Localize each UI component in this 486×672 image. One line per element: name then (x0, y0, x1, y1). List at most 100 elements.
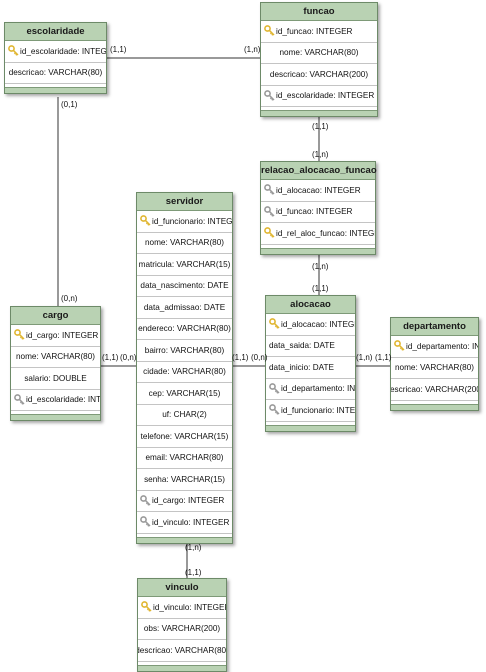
entity-title: departamento (391, 318, 478, 336)
field-row[interactable]: descricao: VARCHAR(200) (261, 64, 377, 86)
entity-title: vinculo (138, 579, 226, 597)
field-row[interactable]: salario: DOUBLE (11, 368, 100, 390)
cardinality-escolaridade-cargo-b: (0,n) (61, 294, 78, 303)
entity-departamento[interactable]: departamento id_departamento: INTEGERnom… (390, 317, 479, 411)
cardinality-alocacao-departamento-a: (1,n) (356, 353, 373, 362)
entity-footer (5, 87, 106, 93)
field-row[interactable]: endereco: VARCHAR(80) (137, 319, 232, 340)
entity-servidor[interactable]: servidor id_funcionario: INTEGER nome: VA… (136, 192, 233, 544)
field-label: id_funcionario: INTEGER (152, 216, 232, 226)
entity-footer (11, 414, 100, 420)
field-row[interactable]: obs: VARCHAR(200) (138, 619, 226, 640)
field-row[interactable]: id_cargo: INTEGER (11, 325, 100, 347)
cardinality-servidor-alocacao-a: (1,1) (232, 353, 249, 362)
field-label: id_funcionario: INTEGER (281, 405, 355, 415)
field-row[interactable]: id_funcionario: INTEGER (266, 400, 355, 422)
field-list: id_vinculo: INTEGER obs: VARCHAR(200)desc… (138, 597, 226, 665)
entity-vinculo[interactable]: vinculo id_vinculo: INTEGER obs: VARCHAR(… (137, 578, 227, 672)
field-row[interactable]: descricao: VARCHAR(80) (5, 63, 106, 84)
primary-key-icon (264, 227, 276, 239)
field-label: id_vinculo: INTEGER (153, 602, 226, 612)
cardinality-alocacao-departamento-b: (1,1) (375, 353, 392, 362)
field-label: id_vinculo: INTEGER (152, 517, 230, 527)
field-label: descricao: VARCHAR(200) (269, 69, 369, 79)
field-row[interactable]: id_escolaridade: INTEGER (11, 390, 100, 411)
field-label: cidade: VARCHAR(80) (143, 367, 226, 377)
field-row[interactable]: nome: VARCHAR(80) (261, 43, 377, 64)
entity-title: escolaridade (5, 23, 106, 41)
entity-escolaridade[interactable]: escolaridade id_escolaridade: INTEGERdes… (4, 22, 107, 94)
cardinality-escolaridade-cargo-a: (0,1) (61, 100, 78, 109)
field-row[interactable]: id_escolaridade: INTEGER (261, 86, 377, 107)
field-row[interactable]: id_departamento: INTEGER (266, 379, 355, 400)
field-row[interactable]: nome: VARCHAR(80) (137, 233, 232, 254)
field-row[interactable]: uf: CHAR(2) (137, 405, 232, 426)
cardinality-escolaridade-funcao-b: (1,n) (244, 45, 261, 54)
cardinality-relacao-alocacao-b: (1,1) (312, 284, 329, 293)
field-list: id_funcao: INTEGER nome: VARCHAR(80) descr… (261, 21, 377, 110)
field-row[interactable]: data_saida: DATE (266, 336, 355, 357)
field-row[interactable]: matricula: VARCHAR(15) (137, 254, 232, 276)
field-row[interactable]: id_alocacao: INTEGER (266, 314, 355, 336)
foreign-key-icon (264, 184, 276, 196)
field-row[interactable]: cidade: VARCHAR(80) (137, 362, 232, 383)
entity-title: alocacao (266, 296, 355, 314)
field-label: id_rel_aloc_funcao: INTEGER (276, 228, 375, 238)
field-row[interactable]: nome: VARCHAR(80) (391, 358, 478, 379)
field-label: id_alocacao: INTEGER (276, 185, 361, 195)
field-row[interactable]: data_inicio: DATE (266, 357, 355, 379)
field-row[interactable]: id_departamento: INTEGER (391, 336, 478, 358)
field-row[interactable]: bairro: VARCHAR(80) (137, 340, 232, 362)
field-label: salario: DOUBLE (24, 373, 87, 383)
cardinality-servidor-alocacao-b: (0,n) (251, 353, 268, 362)
primary-key-icon (141, 601, 153, 613)
field-list: id_alocacao: INTEGER id_funcao: INTEGER id… (261, 180, 375, 248)
entity-relacao-alocacao-funcao[interactable]: relacao_alocacao_funcao id_alocacao: INT… (260, 161, 377, 255)
field-label: matricula: VARCHAR(15) (138, 259, 231, 269)
field-label: data_saida: DATE (269, 341, 335, 351)
field-label: telefone: VARCHAR(15) (140, 431, 229, 441)
field-label: endereco: VARCHAR(80) (138, 324, 231, 334)
foreign-key-icon (14, 393, 26, 406)
entity-title: cargo (11, 307, 100, 325)
entity-title: servidor (137, 193, 232, 211)
field-row[interactable]: data_admissao: DATE (137, 297, 232, 319)
field-label: nome: VARCHAR(80) (15, 352, 96, 362)
field-label: nome: VARCHAR(80) (279, 48, 359, 58)
entity-alocacao[interactable]: alocacao id_alocacao: INTEGER data_saida:… (265, 295, 356, 432)
primary-key-icon (264, 25, 276, 37)
field-row[interactable]: email: VARCHAR(80) (137, 448, 232, 469)
field-row[interactable]: senha: VARCHAR(15) (137, 469, 232, 491)
entity-title: relacao_alocacao_funcao (261, 162, 377, 180)
cardinality-servidor-vinculo-a: (1,n) (185, 543, 202, 552)
field-list: id_funcionario: INTEGER nome: VARCHAR(80)… (137, 211, 232, 537)
field-row[interactable]: nome: VARCHAR(80) (11, 347, 100, 368)
field-row[interactable]: cep: VARCHAR(15) (137, 383, 232, 405)
field-label: id_funcao: INTEGER (276, 26, 353, 36)
field-row[interactable]: descricao: VARCHAR(200) (391, 379, 478, 401)
primary-key-icon (269, 318, 281, 330)
field-row[interactable]: telefone: VARCHAR(15) (137, 426, 232, 448)
foreign-key-icon (264, 89, 276, 102)
field-row[interactable]: id_funcao: INTEGER (261, 202, 375, 223)
field-row[interactable]: id_vinculo: INTEGER (138, 597, 226, 619)
entity-footer (266, 424, 355, 431)
field-row[interactable]: id_escolaridade: INTEGER (5, 41, 106, 63)
cardinality-servidor-vinculo-b: (1,1) (185, 568, 202, 577)
field-row[interactable]: data_nascimento: DATE (137, 276, 232, 297)
field-label: id_alocacao: INTEGER (281, 319, 355, 329)
cardinality-funcao-relacao-a: (1,1) (312, 122, 329, 131)
entity-cargo[interactable]: cargo id_cargo: INTEGER nome: VARCHAR(80)… (10, 306, 101, 421)
primary-key-icon (394, 340, 406, 352)
field-row[interactable]: id_funcao: INTEGER (261, 21, 377, 43)
field-row[interactable]: id_alocacao: INTEGER (261, 180, 375, 202)
primary-key-icon (140, 215, 152, 227)
field-row[interactable]: descricao: VARCHAR(80) (138, 640, 226, 662)
field-label: descricao: VARCHAR(200) (391, 384, 478, 394)
field-row[interactable]: id_rel_aloc_funcao: INTEGER (261, 223, 375, 245)
field-label: senha: VARCHAR(15) (144, 474, 225, 484)
field-row[interactable]: id_vinculo: INTEGER (137, 512, 232, 534)
field-row[interactable]: id_funcionario: INTEGER (137, 211, 232, 233)
field-row[interactable]: id_cargo: INTEGER (137, 491, 232, 512)
